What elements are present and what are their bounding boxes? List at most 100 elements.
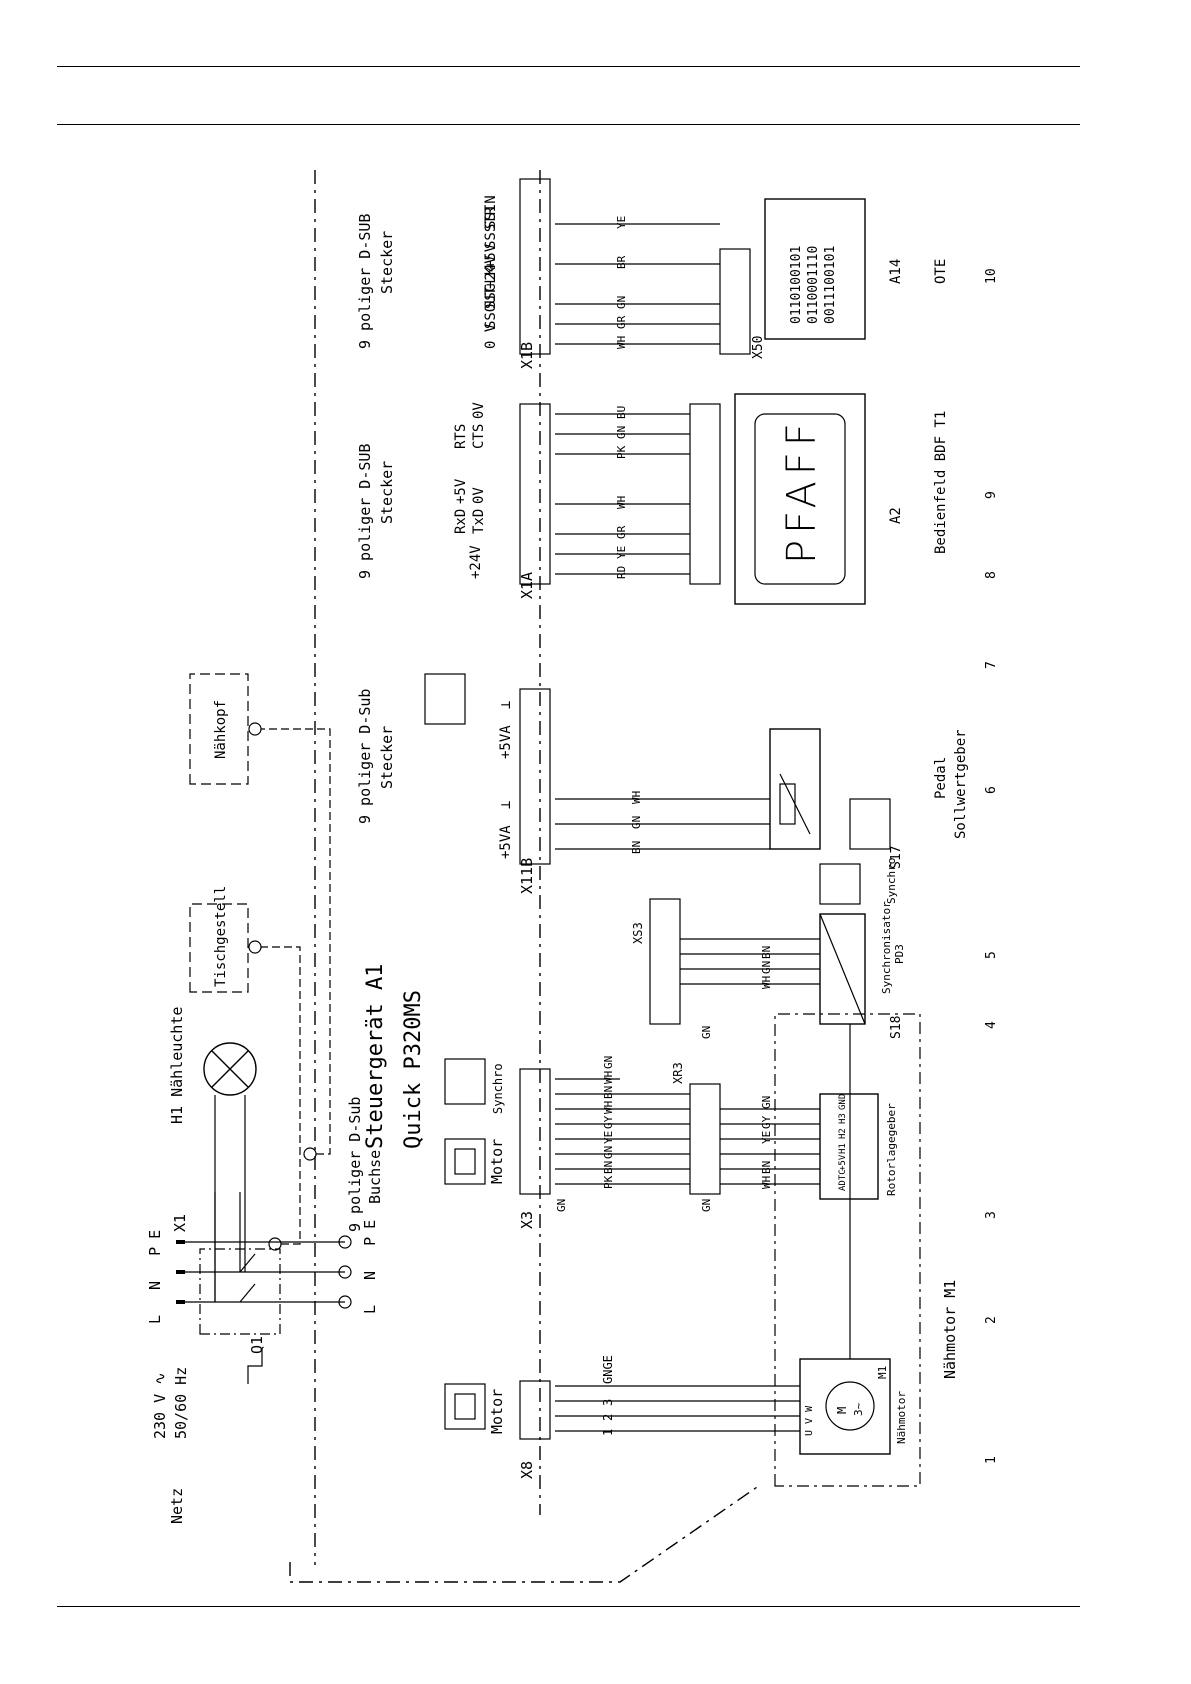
plug-a-wire-pk: PK [615,445,628,459]
panel-name: Bedienfeld BDF T1 [933,411,949,554]
x1-label: X1 [171,1214,189,1232]
plug-a-wire-ye: YE [615,546,628,559]
socket-pin-l [338,1295,352,1309]
plug-b-line2: Stecker [378,231,396,294]
grid-number-5: 5 [984,951,999,959]
pedal-gnd-1: ⊥ [498,801,514,809]
grid-number-10: 10 [984,268,999,284]
power-section: Netz 230 V ∿ 50/60 Hz L N PE Q1 X1 [146,1192,345,1524]
ote-bits-2: 0110001110 [806,246,821,324]
plug-a-sig-6: RTS [453,424,469,449]
x1b-label: X1B [518,342,536,369]
socket-pin-pe [338,1235,352,1249]
sync-wire-bn: BN [760,946,773,959]
plug-b-sig-5: +5V [483,243,499,269]
plug-a-wire-gr: GR [615,525,628,539]
plug-a-sig-5: 0V [471,487,487,504]
sync-ground: GN [700,1026,713,1039]
plug-a-wire-wh: WH [615,496,628,509]
plug-b-sig-2: SSOUT [483,286,499,329]
power-frequency-label: 50/60 Hz [172,1367,190,1439]
grid-number-9: 9 [984,491,999,499]
pedal-plug-line1: 9 poliger D-Sub [356,689,374,824]
plug-a-sig-8: 0V [471,402,487,419]
plug-a-sig-3: TxD [471,509,487,534]
encoder-pin-h2: H2 [838,1128,848,1139]
top-rule-1 [57,66,1080,67]
controller-model: Quick P320MS [401,990,426,1149]
x8-wire-gnge: GNGE [601,1355,615,1384]
grid-number-4: 4 [984,1021,999,1029]
x3-wires [555,1078,690,1185]
panel-id: A2 [888,507,904,524]
xr3-wire-ye: YE [760,1131,773,1144]
grid-number-6: 6 [984,786,999,794]
motor-sym-3: 3~ [852,1402,865,1416]
ote-bits-3: 0011100101 [823,246,838,324]
panel-brand: PFAFF [779,417,825,564]
plug-b-sig-4: +24V [483,255,499,289]
x3-wire-gy: GY [602,1115,615,1129]
x8-motor-label: Motor [488,1389,506,1434]
x3-wire-bn: BN [602,1161,615,1174]
power-wiring [185,1192,345,1384]
x3-block: X3 Motor Synchro PK BN GN [444,1056,690,1229]
pedal-wire-wh: WH [630,791,643,804]
lamp-label: H1 Nähleuchte [168,1007,186,1124]
s18-label: S18 [889,1016,904,1039]
plug-a-sig-2: RxD [453,509,469,534]
x3-wire-gn2: GN [602,1056,615,1069]
xr3-block: XR3 WH BN YE GY GN GN [671,1062,820,1212]
motor-dashed-box [774,1013,921,1487]
x3-motor-label: Motor [488,1139,506,1184]
plug-a-sig-1: +24V [468,545,484,579]
pedal-wire-bn: BN [630,841,643,854]
xr3-wire-gy: GY [760,1115,773,1129]
plug-b-wire-wh: WH [615,336,628,349]
socket-line2: Buchse [366,1150,384,1204]
xr3-wire-bn: BN [760,1161,773,1174]
ground-blocks [189,673,331,1251]
plug-a-line1: 9 poliger D-SUB [356,444,374,579]
sync-icon [819,863,861,905]
plug-b-wire-gr: GR [615,315,628,329]
sync-name-1: Synchronisator [880,901,893,994]
sync-wire-gn: GN [760,961,773,974]
xs3-label: XS3 [631,922,645,944]
motor-inner-label: Nähmotor [895,1391,908,1444]
power-pins-label: L N PE [146,1222,164,1324]
controller-boundary [289,170,761,1583]
motor-phases: U V W [804,1405,815,1436]
pedal-block: X11B 9 poliger D-Sub Stecker +5VA ⊥ +5VA… [356,673,969,894]
xr3-wire-wh: WH [760,1176,773,1189]
grid-numbers: 1 2 3 4 5 6 7 8 9 10 [984,268,999,1464]
pedal-5va-2: +5VA [498,725,514,759]
x3-synchro-label: Synchro [491,1063,505,1114]
x1b-block: X1B 9 poliger D-SUB Stecker 0 V SSOUT SS… [356,178,766,369]
plug-a-line2: Stecker [378,461,396,524]
plug-b-wire-br: BR [615,255,628,269]
ote-name: OTE [933,259,949,284]
power-terminals [176,1240,185,1304]
xr3-wire-gn: GN [760,1096,773,1109]
xr3-wires [720,1108,820,1185]
plug-b-sig-3: SSCLK [483,266,499,309]
socket-pin-n [338,1265,352,1279]
xr3-label: XR3 [671,1062,685,1084]
pedal-gnd-2: ⊥ [498,701,514,709]
power-net-label: Netz [168,1488,186,1524]
x3-wire-wh: WH [602,1101,615,1114]
head-ground-label: Nähkopf [213,700,229,759]
x3-wire-ye: YE [602,1131,615,1144]
socket-block: L N PE 9 poliger D-Sub Buchse [338,1097,384,1314]
x1a-block: X1A 9 poliger D-SUB Stecker +24V RxD TxD… [356,402,721,599]
pedal-plug-line2: Stecker [378,726,396,789]
controller-title: Steuergerät A1 [363,964,388,1149]
sync-name-2: PD3 [893,944,906,964]
x50-label: X50 [751,336,766,359]
socket-line1: 9 poliger D-Sub [346,1097,364,1232]
x3-wire-gn: GN [602,1146,615,1159]
grid-number-3: 3 [984,1211,999,1219]
socket-pins-label: L N PE [361,1212,379,1314]
